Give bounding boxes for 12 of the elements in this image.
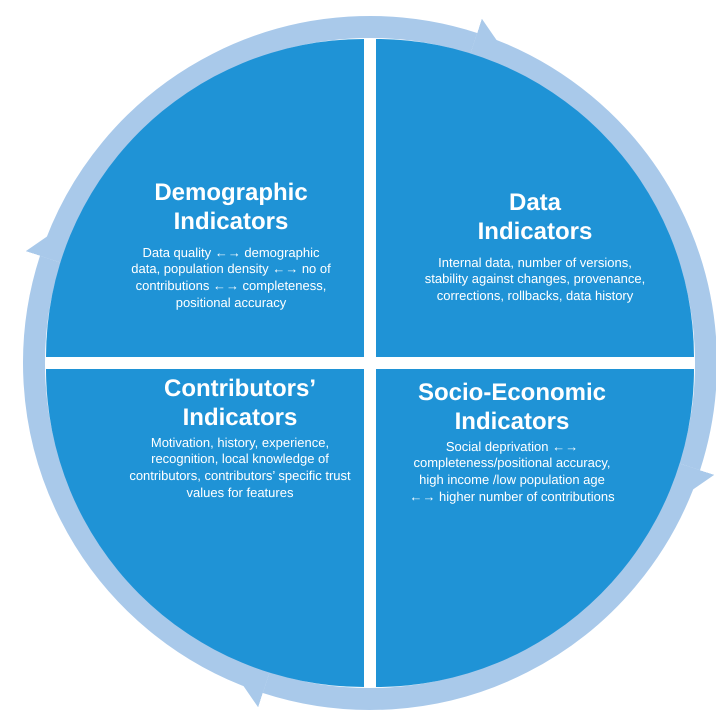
segment-description: Data quality ←→ demographic data, population density ←→ no of contributions ←→ completeness, positional accuracy (130, 244, 332, 312)
segment-title: Socio-Economic Indicators (416, 379, 608, 437)
segment-title: Contributors’ Indicators (163, 375, 317, 433)
segment-title: Data Indicators (476, 189, 594, 247)
segment-description: Internal data, number of versions, stability against changes, provenance, corrections, rollbacks, data history (424, 254, 646, 306)
segment-description: Social deprivation ←→ completeness/positional accuracy, high income /low population age ←→ higher number of contributions (408, 438, 616, 506)
segment-description: Motivation, history, experience, recognition, local knowledge of contributors, contributors’ specific trust values for features (129, 434, 351, 502)
quadrant-segment (376, 39, 694, 357)
quadrant-segment (46, 39, 364, 357)
quadrant-segment (46, 369, 364, 687)
segment-title: Demographic Indicators (153, 179, 309, 237)
quadrant-segment (376, 369, 694, 687)
